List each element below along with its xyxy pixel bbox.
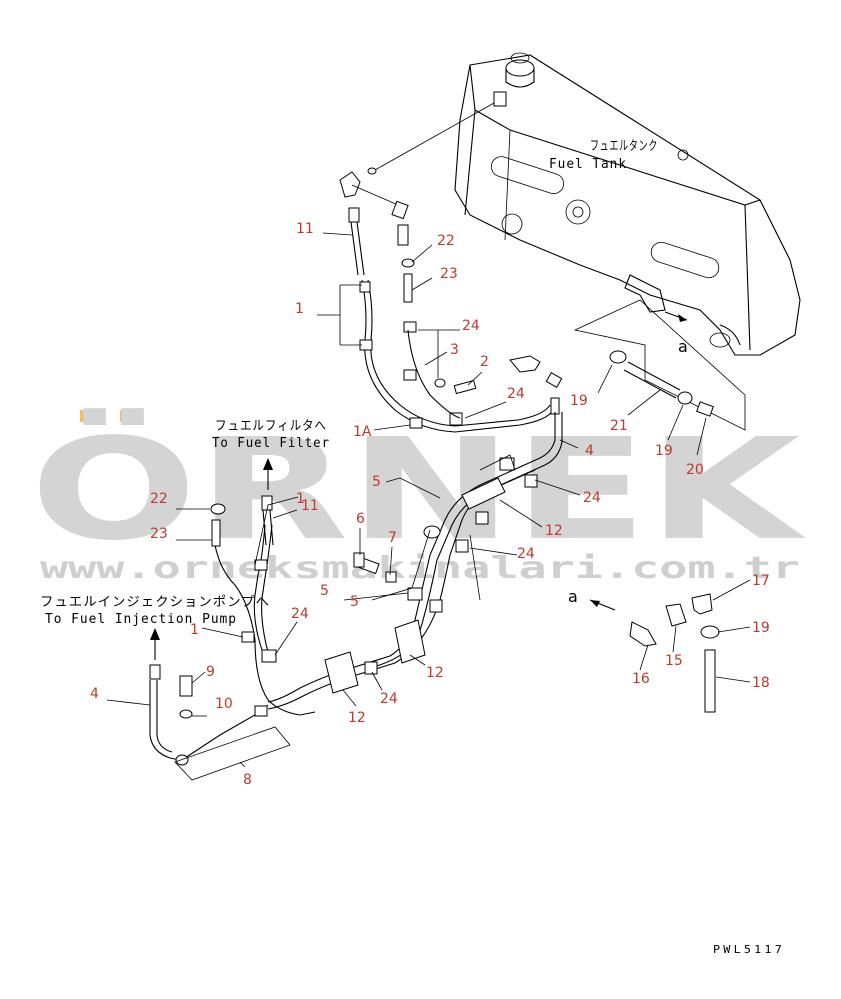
callout-24: 24 [583,490,601,506]
callout-1: 1 [296,491,305,507]
watermark-umlaut-dot [80,410,102,422]
view-a-parts-top [609,350,714,417]
callout-12: 12 [426,665,444,681]
callout-1: 1 [295,301,304,317]
callout-4: 4 [90,686,99,702]
callout-11: 11 [301,498,319,514]
view-a-mark-bottom: a [568,587,578,606]
callout-11: 11 [296,221,314,237]
callout-12: 12 [348,710,366,726]
fuel-tank [454,52,801,356]
fuel-tank-label-jp: フュエルタンク [590,139,658,154]
fuel-filter-label-jp: フュエルフィルタへ [215,419,327,434]
fuel-tank-label-en: Fuel Tank [549,157,627,172]
callout-19: 19 [752,620,770,636]
main-fuel-line [267,412,563,710]
callout-23: 23 [150,526,168,542]
upper-hose-assembly [339,171,563,433]
callout-23: 23 [440,266,458,282]
callout-18: 18 [752,675,770,691]
drawing-code: PWL5117 [713,943,785,956]
callout-12: 12 [545,523,563,539]
callout-17: 17 [752,573,770,589]
view-a-box [573,299,746,431]
callout-2: 2 [480,354,489,370]
callout-5: 5 [320,583,329,599]
callout-8: 8 [243,772,252,788]
injection-pump-label-en: To Fuel Injection Pump [45,612,237,627]
callout-20: 20 [686,462,704,478]
callout-24: 24 [507,386,525,402]
arrow-to-pump-head [150,628,160,640]
o-ring [367,167,377,175]
callout-5: 5 [372,474,381,490]
callout-4: 4 [585,443,594,459]
watermark-url: www.orneksmakinalari.com.tr [40,551,800,586]
callout-24: 24 [462,318,480,334]
callout-15: 15 [665,653,683,669]
tank-outlet-line [374,102,495,171]
callout-leaders [106,232,751,768]
callout-22: 22 [150,491,168,507]
callout-1a: 1A [353,424,372,440]
callout-3: 3 [450,342,459,358]
callout-numbers: 11 1 22 23 24 3 2 24 1A 19 21 19 20 4 5 … [90,221,770,788]
callout-16: 16 [632,671,650,687]
callout-24: 24 [291,606,309,622]
callout-22: 22 [437,233,455,249]
callout-5: 5 [350,594,359,610]
view-a-detail [589,593,720,713]
callout-21: 21 [610,418,628,434]
callout-19: 19 [655,443,673,459]
view-a-mark-top: a [678,337,688,356]
return-line [149,495,316,781]
callout-6: 6 [356,511,365,527]
injection-pump-label-jp: フュエルインジェクションポンプへ [40,595,270,610]
callout-19: 19 [570,393,588,409]
callout-24: 24 [517,546,535,562]
callout-9: 9 [206,664,215,680]
view-a-arrowhead [678,314,687,322]
watermark: ÖRNEK www.orneksmakinalari.com.tr [30,407,806,586]
callout-24: 24 [380,691,398,707]
callout-1: 1 [190,622,199,638]
watermark-umlaut-dot [120,410,142,422]
fuel-filter-label-en: To Fuel Filter [212,436,330,451]
callout-10: 10 [215,696,233,712]
arrow-to-filter-head [263,458,273,470]
callout-7: 7 [388,530,397,546]
watermark-brand: ÖRNEK [30,407,806,572]
